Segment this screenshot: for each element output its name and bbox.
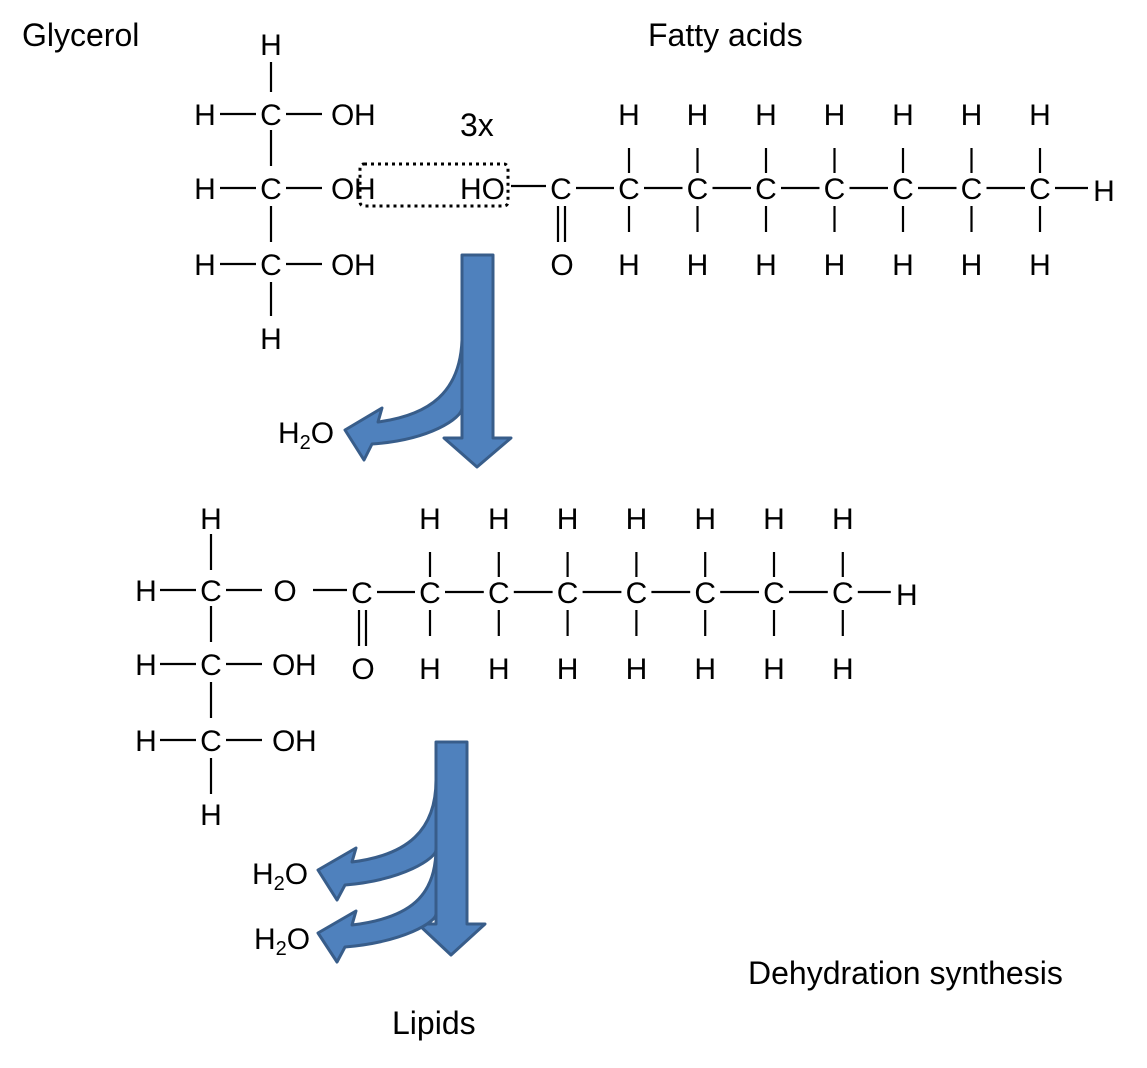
reaction-arrow-1 (343, 253, 513, 469)
atom-h: H (200, 503, 222, 536)
chain-hydrogen: H (618, 249, 640, 282)
water-label: H2O (252, 858, 308, 895)
chain-hydrogen: H (626, 503, 648, 536)
atom-o: O (331, 99, 354, 132)
carbon-chain: C H H C H H C H H C H H C H H C H H C H H H (377, 503, 918, 686)
removable-hydrogen: H (354, 173, 376, 206)
chain-carbon: C (1029, 173, 1051, 206)
multiplier-label: 3x (460, 107, 494, 143)
atom-o: O (331, 249, 354, 282)
atom-h: H (260, 323, 282, 356)
atom-h: H (260, 29, 282, 62)
atom-c: C (260, 249, 282, 282)
chain-hydrogen: H (1029, 249, 1051, 282)
chain-carbon: C (763, 577, 785, 610)
chain-hydrogen: H (419, 503, 441, 536)
chain-carbon: C (961, 173, 983, 206)
atom-h: H (194, 249, 216, 282)
terminal-hydrogen: H (1093, 175, 1115, 208)
atom-c: C (200, 649, 222, 682)
chain-hydrogen: H (832, 653, 854, 686)
atom-o: O (272, 649, 295, 682)
carbon-chain: C H H C H H C H H C H H C H H C H H C H H H (576, 99, 1115, 282)
chain-hydrogen: H (892, 249, 914, 282)
fatty-acid-molecule: HO C O C H H C H H C H H C H H C H H C H H C H H H (460, 99, 1115, 282)
chain-hydrogen: H (694, 653, 716, 686)
water-molecule: H2O (278, 417, 334, 454)
chain-carbon: C (419, 577, 441, 610)
atom-o: O (331, 173, 354, 206)
chain-hydrogen: H (832, 503, 854, 536)
atom-o: O (272, 725, 295, 758)
chain-hydrogen: H (626, 653, 648, 686)
fatty-acids-label: Fatty acids (648, 17, 803, 53)
chain-hydrogen: H (755, 99, 777, 132)
water-label: H2O (254, 923, 310, 960)
water-label: H2O (278, 417, 334, 454)
chain-carbon: C (687, 173, 709, 206)
chain-hydrogen: H (694, 503, 716, 536)
atom-h: H (135, 649, 157, 682)
chain-carbon: C (824, 173, 846, 206)
chain-hydrogen: H (419, 653, 441, 686)
chain-hydrogen: H (824, 99, 846, 132)
atom-c: C (260, 99, 282, 132)
removable-hydrogen: H (354, 249, 376, 282)
carboxyl-carbon: C (550, 173, 572, 206)
chain-carbon: C (832, 577, 854, 610)
chain-hydrogen: H (618, 99, 640, 132)
removable-hydrogen: H (295, 725, 317, 758)
carbonyl-oxygen: O (550, 249, 573, 282)
chain-hydrogen: H (687, 249, 709, 282)
atom-h: H (194, 173, 216, 206)
chain-hydrogen: H (824, 249, 846, 282)
chain-hydrogen: H (488, 653, 510, 686)
chain-hydrogen: H (557, 503, 579, 536)
atom-h: H (194, 99, 216, 132)
chain-carbon: C (488, 577, 510, 610)
water-molecule: H2O (252, 858, 308, 895)
chain-hydrogen: H (763, 653, 785, 686)
chain-hydrogen: H (687, 99, 709, 132)
chain-carbon: C (892, 173, 914, 206)
carboxyl-carbon: C (351, 577, 373, 610)
chain-hydrogen: H (557, 653, 579, 686)
ester-oxygen: O (273, 575, 296, 608)
atom-h: H (135, 575, 157, 608)
process-label: Dehydration synthesis (748, 955, 1063, 991)
chain-carbon: C (557, 577, 579, 610)
terminal-hydrogen: H (896, 579, 918, 612)
atom-h: H (135, 725, 157, 758)
lipids-label: Lipids (392, 1005, 476, 1041)
water-molecule: H2O (254, 923, 310, 960)
atom-h: H (200, 799, 222, 832)
removable-hydroxyl: HO (460, 173, 505, 206)
chain-hydrogen: H (1029, 99, 1051, 132)
reaction-arrow-2 (316, 740, 487, 964)
atom-c: C (200, 575, 222, 608)
atom-c: C (200, 725, 222, 758)
removable-hydrogen: H (354, 99, 376, 132)
chain-hydrogen: H (755, 249, 777, 282)
chain-carbon: C (755, 173, 777, 206)
chain-hydrogen: H (961, 249, 983, 282)
chain-hydrogen: H (892, 99, 914, 132)
atom-c: C (260, 173, 282, 206)
glycerol-molecule: H H C O H H C O H H C O H H (194, 29, 376, 356)
water-removal-box (358, 162, 510, 208)
chain-carbon: C (618, 173, 640, 206)
chain-carbon: C (626, 577, 648, 610)
carbonyl-oxygen: O (351, 653, 374, 686)
chain-hydrogen: H (763, 503, 785, 536)
chain-hydrogen: H (488, 503, 510, 536)
removable-hydrogen: H (295, 649, 317, 682)
chain-carbon: C (694, 577, 716, 610)
monoglyceride-molecule: H H C O H C O H H C O H H C O CHHCHHCHHC… (135, 503, 917, 832)
chain-hydrogen: H (961, 99, 983, 132)
glycerol-label: Glycerol (22, 17, 139, 53)
